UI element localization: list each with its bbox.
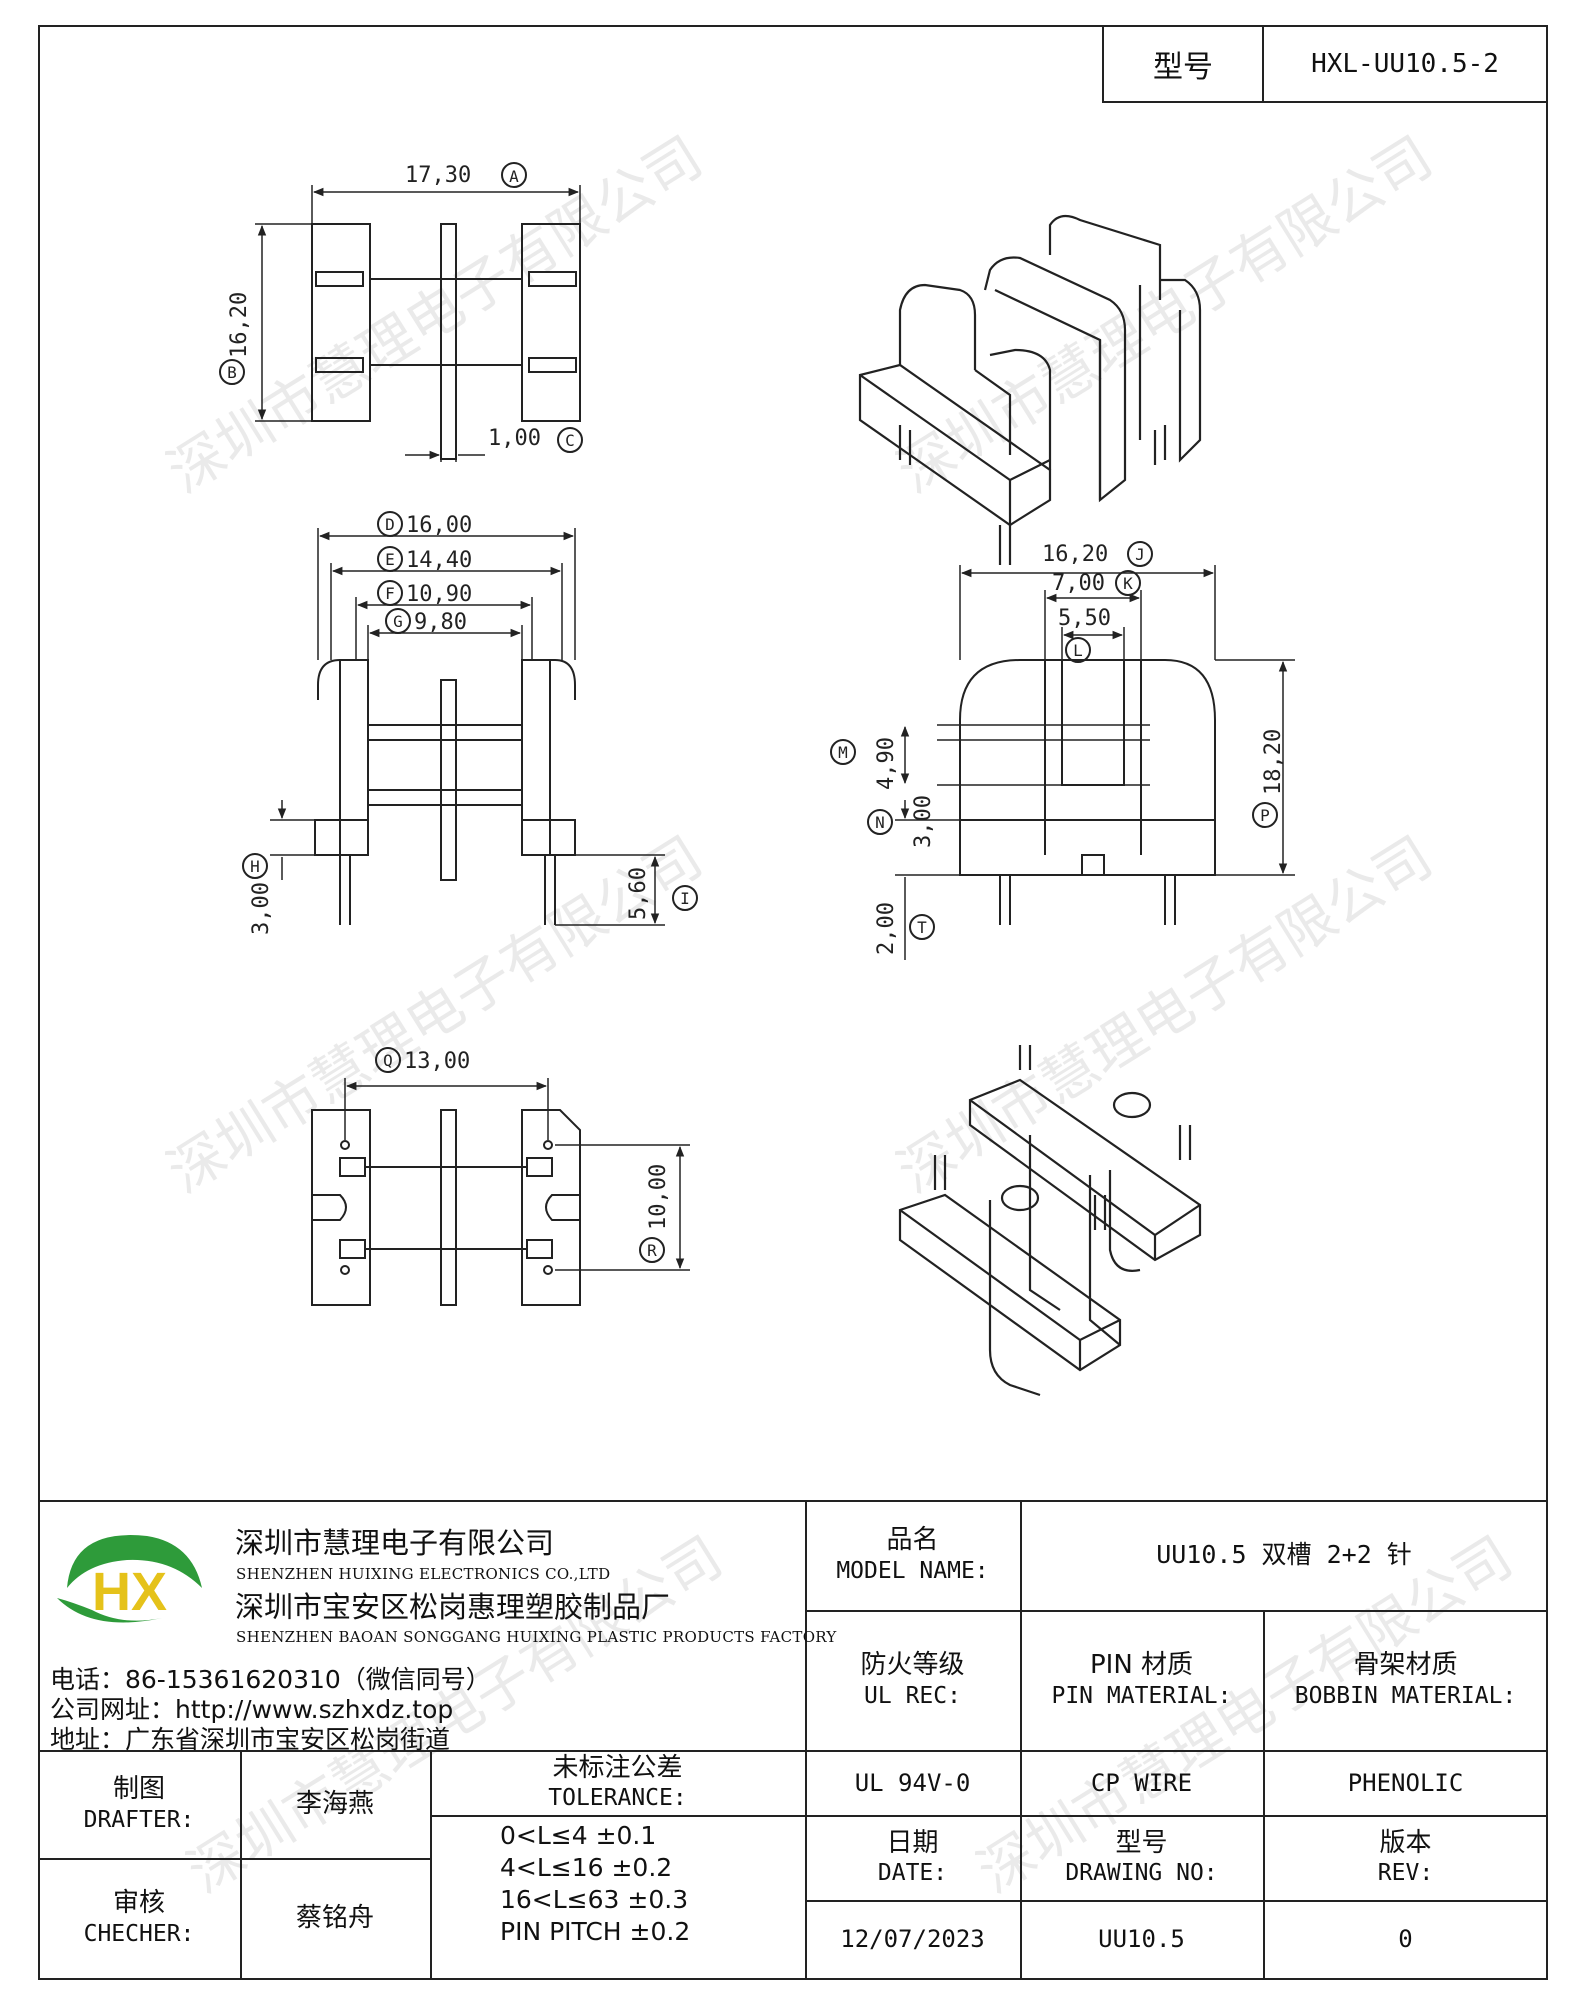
dim-l-value: 5,50 (1058, 606, 1111, 631)
company-website: 公司网址：http://www.szhxdz.top (50, 1695, 454, 1724)
company-address: 地址：广东省深圳市宝安区松岗街道 (50, 1725, 451, 1754)
dim-m-tag: M (838, 743, 848, 762)
tolerance-item: PIN PITCH ±0.2 (500, 1917, 691, 1946)
model-name-value: UU10.5 双槽 2+2 针 (1156, 1540, 1412, 1570)
dim-q-value: 13,00 (404, 1049, 470, 1074)
dim-n-value: 3,00 (911, 795, 936, 848)
dim-k-tag: K (1123, 574, 1133, 593)
company-name-en: SHENZHEN HUIXING ELECTRONICS CO.,LTD (236, 1565, 611, 1583)
model-label: 型号 (1104, 27, 1264, 101)
model-header: 型号 HXL-UU10.5-2 (1102, 25, 1548, 103)
dim-e-value: 14,40 (406, 548, 472, 573)
company-phone: 电话：86-15361620310（微信同号） (50, 1665, 491, 1694)
drawing-sheet-border (38, 25, 1548, 1980)
revision-value: 0 (1398, 1925, 1413, 1953)
dim-c-value: 1,00 (488, 426, 541, 451)
side-view (895, 565, 1295, 960)
logo-text: HX (92, 1562, 167, 1622)
drafter-label: 制图 DRAFTER: (83, 1774, 195, 1833)
technical-drawing: 17,30 A 16,20 B 1,00 C (219, 162, 1295, 1397)
tolerance-item: 4<L≤16 ±0.2 (500, 1853, 673, 1882)
isometric-view-top (858, 214, 1202, 565)
dim-p-tag: P (1260, 806, 1270, 825)
dim-n-tag: N (875, 813, 885, 832)
dim-r-value: 10,00 (646, 1164, 671, 1230)
dim-r-tag: R (647, 1241, 657, 1260)
factory-name-en: SHENZHEN BAOAN SONGGANG HUIXING PLASTIC … (236, 1628, 837, 1646)
drawing-no-value: UU10.5 (1098, 1925, 1185, 1953)
drawing-no-label: 型号 DRAWING NO: (1065, 1827, 1218, 1887)
tolerance-item: 16<L≤63 ±0.3 (500, 1885, 689, 1914)
pin-material-value: CP WIRE (1090, 1768, 1193, 1797)
dim-h-value: 3,00 (249, 882, 274, 935)
drafter-value: 李海燕 (295, 1788, 374, 1819)
dim-i-tag: I (680, 889, 690, 908)
checker-label: 审核 CHECHER: (83, 1888, 195, 1947)
dim-t-value: 2,00 (874, 902, 899, 955)
dim-q-tag: Q (383, 1051, 393, 1070)
date-value: 12/07/2023 (840, 1925, 985, 1953)
dim-a-value: 17,30 (405, 163, 471, 188)
dim-i-value: 5,60 (626, 867, 651, 920)
dim-t-tag: T (917, 918, 927, 937)
dim-d-value: 16,00 (406, 513, 472, 538)
factory-name: 深圳市宝安区松岗惠理塑胶制品厂 (235, 1590, 671, 1624)
model-value: HXL-UU10.5-2 (1311, 49, 1499, 79)
isometric-view-bottom (898, 1045, 1202, 1397)
company-logo: HX (57, 1535, 202, 1623)
model-name-label: 品名 MODEL NAME: (836, 1525, 989, 1584)
dim-b-tag: B (227, 363, 237, 382)
tolerance-list: 0<L≤4 ±0.1 4<L≤16 ±0.2 16<L≤63 ±0.3 PIN … (500, 1820, 690, 1948)
bobbin-material-label: 骨架材质 BOBBIN MATERIAL: (1294, 1650, 1517, 1709)
dim-l-tag: L (1073, 641, 1083, 660)
dim-g-value: 9,80 (414, 610, 467, 635)
dim-j-tag: J (1135, 545, 1145, 564)
bobbin-material-value: PHENOLIC (1347, 1768, 1464, 1797)
front-view (270, 528, 665, 926)
fire-rating-value: UL 94V-0 (854, 1768, 971, 1797)
bottom-view (311, 1078, 690, 1306)
dim-p-value: 18,20 (1261, 729, 1286, 795)
dim-j-value: 16,20 (1042, 542, 1108, 567)
revision-label: 版本 REV: (1377, 1827, 1434, 1887)
dim-d-tag: D (385, 515, 395, 534)
dim-f-value: 10,90 (406, 582, 472, 607)
dim-k-value: 7,00 (1052, 571, 1105, 596)
company-name: 深圳市慧理电子有限公司 (235, 1526, 555, 1560)
dim-b-value: 16,20 (227, 292, 252, 358)
dim-h-tag: H (250, 857, 260, 876)
dim-m-value: 4,90 (874, 737, 899, 790)
fire-rating-label: 防火等级 UL REC: (860, 1650, 965, 1709)
pin-material-label: PIN 材质 PIN MATERIAL: (1051, 1650, 1232, 1709)
dim-f-tag: F (385, 584, 395, 603)
dim-a-tag: A (509, 167, 519, 186)
tolerance-item: 0<L≤4 ±0.1 (500, 1821, 657, 1850)
dim-c-tag: C (565, 431, 575, 450)
checker-value: 蔡铭舟 (295, 1902, 374, 1933)
dim-g-tag: G (393, 612, 403, 631)
dim-e-tag: E (385, 550, 395, 569)
top-view (255, 185, 581, 462)
tolerance-label: 未标注公差 TOLERANCE: (548, 1752, 687, 1812)
date-label: 日期 DATE: (877, 1827, 948, 1887)
